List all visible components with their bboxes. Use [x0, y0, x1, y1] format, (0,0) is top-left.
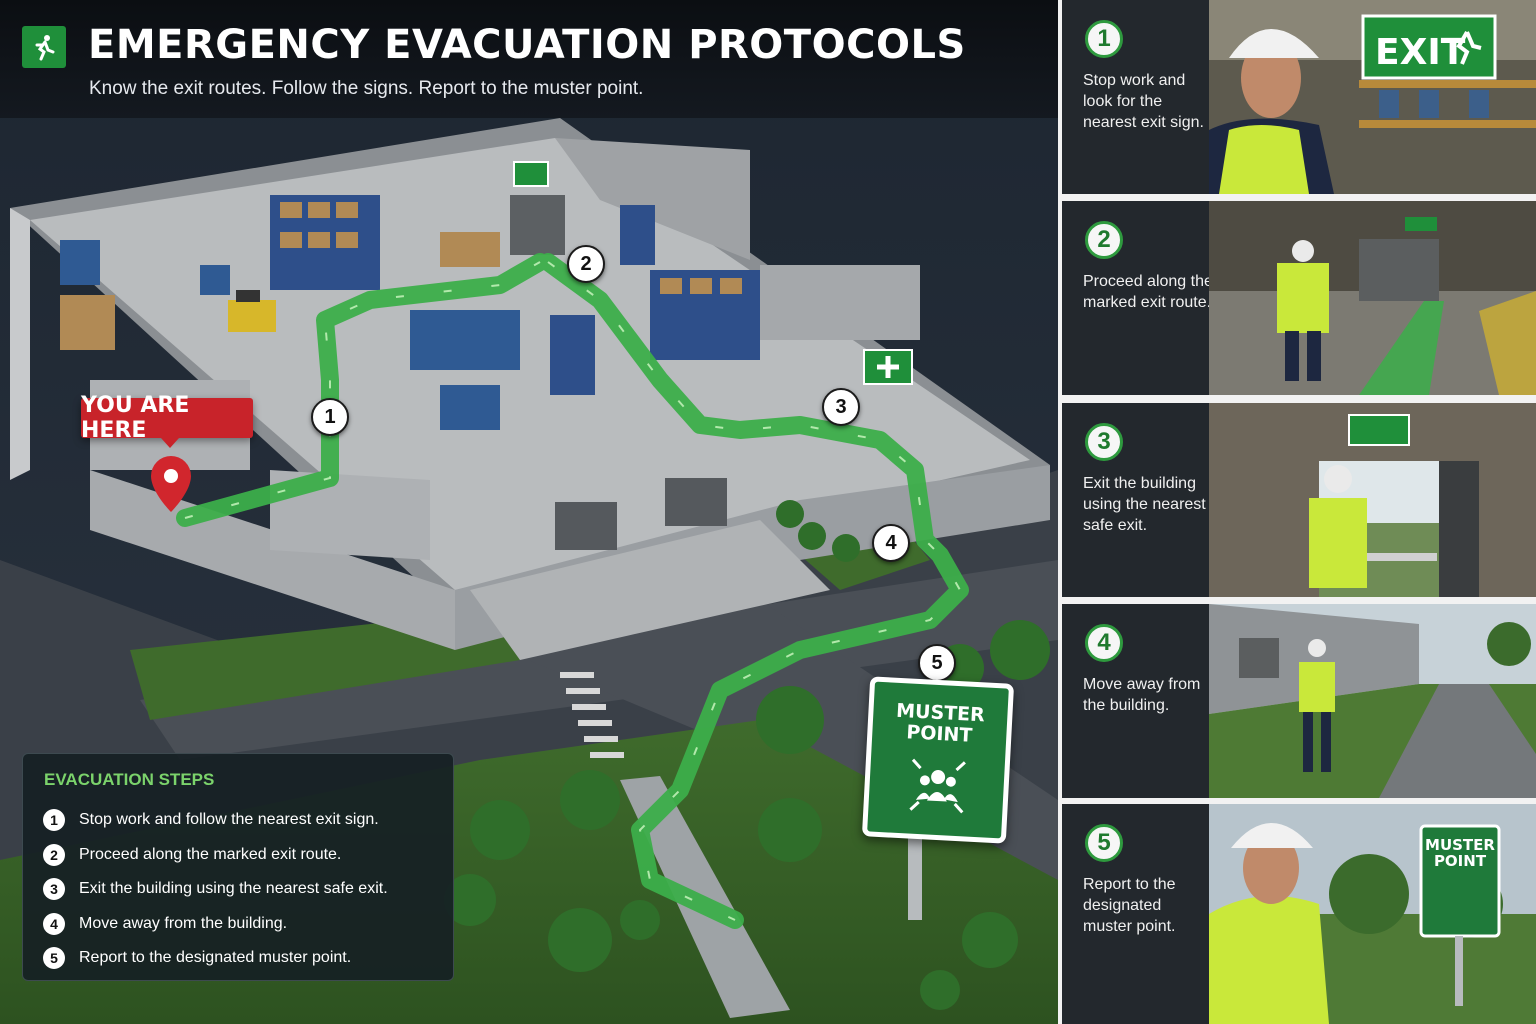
route-marker-2: 2	[567, 245, 605, 283]
step-number: 2	[43, 843, 65, 866]
running-exit-icon	[22, 26, 66, 68]
step-card-1: 1 Stop work and look for the nearest exi…	[1062, 0, 1536, 194]
worker-at-muster-point-photo: MUSTER POINT	[1209, 804, 1536, 1024]
step-card-4: 4 Move away from the building.	[1062, 604, 1536, 798]
evacuation-map	[0, 0, 1058, 1024]
route-marker-4: 4	[872, 524, 910, 562]
worker-moving-away-photo	[1209, 604, 1536, 798]
you-are-here-label: YOU ARE HERE	[81, 393, 253, 448]
step-number: 5	[43, 947, 65, 970]
step-card-number: 2	[1085, 221, 1123, 259]
step-card-text: Proceed along the marked exit route.	[1083, 273, 1213, 311]
step-text: Move away from the building.	[79, 914, 288, 932]
page-subtitle: Know the exit routes. Follow the signs. …	[89, 78, 644, 99]
worker-opening-exit-door-photo	[1209, 403, 1536, 597]
list-item: 2 Proceed along the marked exit route.	[43, 838, 388, 873]
muster-point-sign: MUSTER POINT	[861, 676, 1015, 844]
step-text: Stop work and follow the nearest exit si…	[79, 811, 379, 829]
page-title: EMERGENCY EVACUATION PROTOCOLS	[88, 22, 966, 68]
map-illustration	[0, 0, 1058, 1024]
muster-sign-text-2: POINT	[1434, 852, 1487, 870]
step-text: Report to the designated muster point.	[79, 949, 352, 967]
location-pin-icon	[151, 456, 191, 512]
header: EMERGENCY EVACUATION PROTOCOLS Know the …	[0, 0, 1058, 118]
evacuation-steps-panel: EVACUATION STEPS 1 Stop work and follow t…	[22, 753, 454, 981]
list-item: 5 Report to the designated muster point.	[43, 941, 388, 976]
exit-sign-icon	[513, 161, 549, 187]
step-card-number: 4	[1085, 624, 1123, 662]
step-text: Exit the building using the nearest safe…	[79, 880, 388, 898]
step-cards-column: 1 Stop work and look for the nearest exi…	[1058, 0, 1536, 1024]
route-marker-5: 5	[918, 644, 956, 682]
steps-list: 1 Stop work and follow the nearest exit s…	[43, 803, 388, 976]
worker-looking-at-exit-photo: EXIT	[1209, 0, 1536, 194]
route-marker-1: 1	[311, 398, 349, 436]
step-card-number: 1	[1085, 20, 1123, 58]
step-number: 1	[43, 809, 65, 832]
step-card-text: Move away from the building.	[1083, 676, 1201, 714]
exit-sign-text: EXIT	[1375, 32, 1466, 73]
forklift-icon	[228, 290, 276, 332]
step-card-text: Report to the designated muster point.	[1083, 876, 1176, 935]
step-card-text: Stop work and look for the nearest exit …	[1083, 72, 1204, 131]
step-text: Proceed along the marked exit route.	[79, 845, 342, 863]
step-card-2: 2 Proceed along the marked exit route.	[1062, 201, 1536, 395]
list-item: 3 Exit the building using the nearest saf…	[43, 872, 388, 907]
step-number: 4	[43, 912, 65, 935]
step-card-3: 3 Exit the building using the nearest sa…	[1062, 403, 1536, 597]
steps-panel-title: EVACUATION STEPS	[44, 770, 215, 789]
muster-sign-text-1: MUSTER	[1425, 836, 1495, 854]
step-card-number: 5	[1085, 824, 1123, 862]
trees	[444, 500, 1050, 1010]
group-people-icon	[909, 758, 966, 814]
worker-walking-route-photo	[1209, 201, 1536, 395]
route-marker-3: 3	[822, 388, 860, 426]
step-card-text: Exit the building using the nearest safe…	[1083, 475, 1206, 534]
list-item: 1 Stop work and follow the nearest exit s…	[43, 803, 388, 838]
crosswalk	[560, 672, 624, 758]
step-card-5: 5 Report to the designated muster point.…	[1062, 804, 1536, 1024]
step-number: 3	[43, 878, 65, 901]
list-item: 4 Move away from the building.	[43, 907, 388, 942]
step-card-number: 3	[1085, 423, 1123, 461]
